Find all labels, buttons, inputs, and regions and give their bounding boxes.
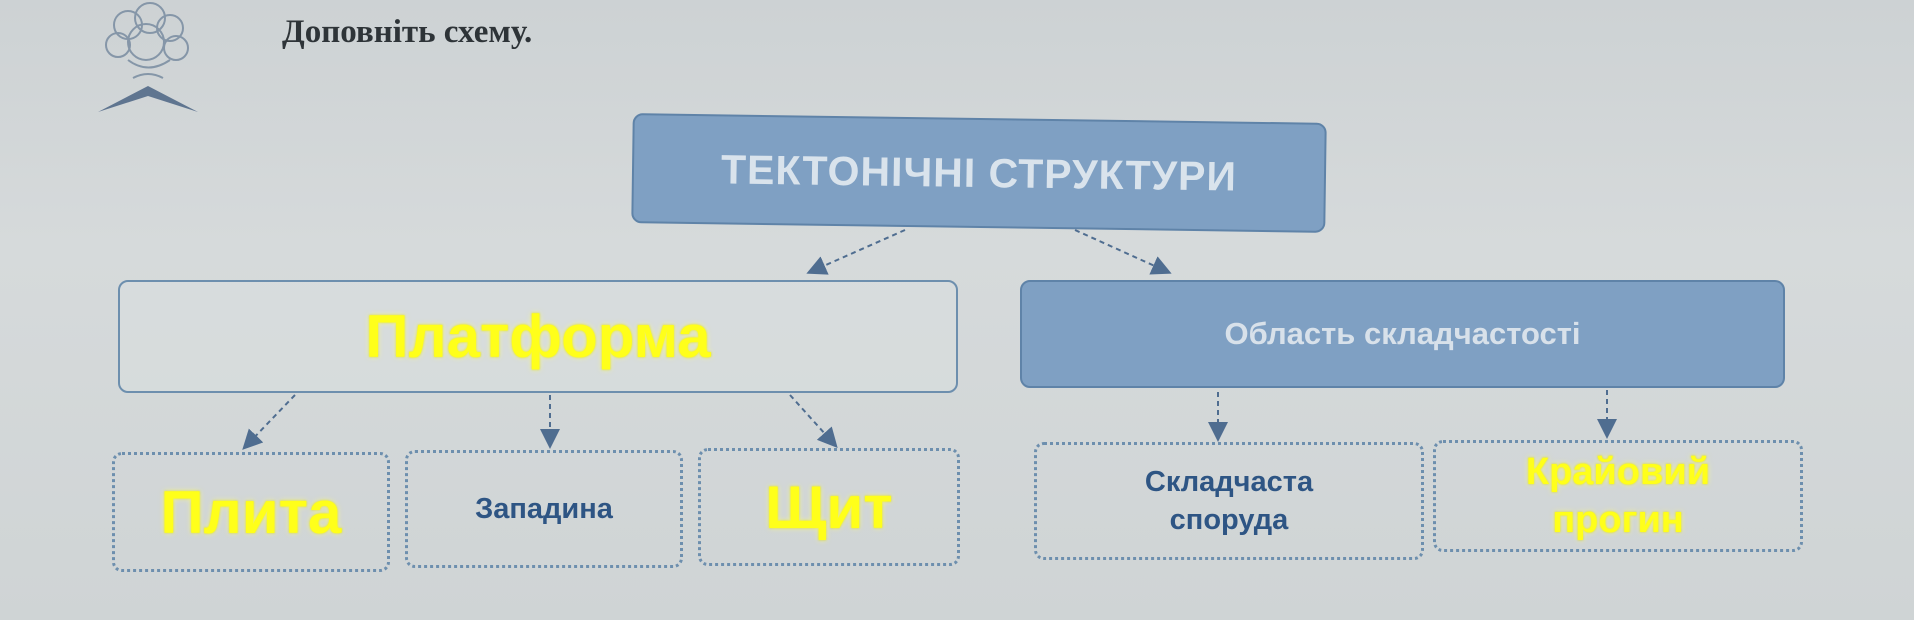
platform-child-box-depression: Западина — [405, 450, 683, 568]
depression-label: Западина — [475, 492, 613, 525]
platform-child-box-plate: Плита — [112, 452, 390, 572]
shield-label: Щит — [765, 473, 893, 541]
root-node-box: ТЕКТОНІЧНІ СТРУКТУРИ — [631, 113, 1327, 233]
instruction-heading: Доповніть схему. — [282, 14, 533, 50]
plate-label: Плита — [160, 478, 342, 546]
platform-node-label: Платформа — [365, 303, 711, 370]
fold-area-node-label: Область складчастості — [1224, 316, 1581, 351]
platform-child-box-shield: Щит — [698, 448, 960, 566]
foredeep-label: Крайовий прогин — [1525, 451, 1711, 541]
folded-structure-label: Складчаста споруда — [1144, 466, 1314, 536]
platform-node-box: Платформа — [118, 280, 958, 393]
root-node-label: ТЕКТОНІЧНІ СТРУКТУРИ — [720, 145, 1238, 200]
gnome-head-logo-icon — [88, 0, 208, 115]
fold-area-node-box: Область складчастості — [1020, 280, 1785, 388]
fold-child-box-folded-structure: Складчаста споруда — [1034, 442, 1424, 560]
fold-child-box-foredeep: Крайовий прогин — [1433, 440, 1803, 552]
